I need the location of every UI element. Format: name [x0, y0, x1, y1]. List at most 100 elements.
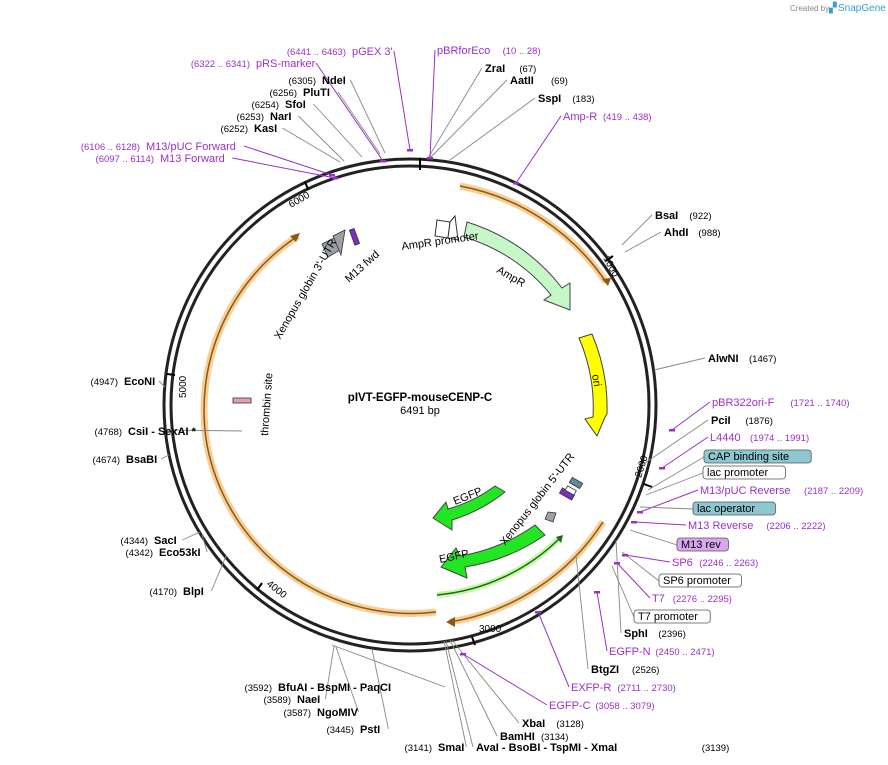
orf-arrowhead	[556, 535, 563, 543]
primer-site-mark	[460, 653, 466, 656]
primer-label: pBRforEco	[437, 45, 490, 57]
primer-label: EGFP-C	[549, 700, 591, 712]
enzyme-position: (6252)	[221, 124, 248, 135]
enzyme-label: Eco53kI	[159, 547, 201, 559]
enzyme-position: (3592)	[245, 683, 272, 694]
leader-lines	[158, 49, 711, 748]
primer-site-mark	[427, 157, 433, 160]
enzyme-position: (1876)	[745, 416, 772, 427]
tick-mark	[605, 255, 614, 262]
feature-label-ampr: AmpR	[495, 264, 528, 290]
tick-mark	[256, 582, 263, 591]
plasmid-name: pIVT-EGFP-mouseCENP-C	[348, 392, 492, 404]
enzyme-position: (6256)	[270, 88, 297, 99]
feature-box-label: SP6 promoter	[663, 575, 731, 587]
leader-line	[449, 97, 536, 161]
enzyme-label: BfuAI - BspMI - PaqCI	[278, 682, 391, 694]
primer-site-mark	[407, 149, 413, 152]
feature-egfp-2	[440, 524, 546, 579]
enzyme-label: AhdI	[664, 227, 688, 239]
primer-label: M13/pUC Forward	[146, 141, 236, 153]
primer-site-mark	[622, 554, 628, 557]
feature-label-ori: ori	[589, 373, 603, 387]
leader-line	[371, 648, 389, 730]
orf-arrowhead	[290, 233, 300, 242]
primer-label: Amp-R	[563, 111, 597, 123]
primer-position: (1721 .. 1740)	[790, 398, 849, 409]
leader-line	[337, 91, 381, 155]
tick-mark	[643, 483, 653, 488]
enzyme-position: (4342)	[126, 548, 153, 559]
enzyme-position: (67)	[519, 64, 536, 75]
primer-position: (2276 .. 2295)	[673, 594, 732, 605]
enzyme-position: (1467)	[749, 354, 776, 365]
leader-line	[313, 103, 363, 158]
feature-box	[702, 465, 786, 480]
tick-mark	[166, 373, 176, 376]
primer-label: M13 Reverse	[688, 520, 753, 532]
leader-line	[611, 565, 635, 618]
leader-line	[629, 529, 678, 546]
leader-line	[210, 555, 227, 592]
leader-line	[615, 539, 622, 634]
orf-arc	[200, 233, 437, 617]
enzyme-label: AatII	[510, 75, 534, 87]
primer-position: (1974 .. 1991)	[750, 433, 809, 444]
leader-line	[429, 79, 508, 159]
enzyme-position: (3141)	[405, 743, 432, 754]
enzyme-position: (3139)	[702, 743, 729, 754]
leader-line	[575, 554, 589, 670]
enzyme-label: AlwNI	[708, 353, 739, 365]
enzyme-label: BsaBI	[126, 454, 157, 466]
enzyme-label: SacI	[154, 535, 177, 547]
primer-label: T7	[652, 593, 665, 605]
feature-label-globin-3utr: Xenopus globin 3'-UTR	[272, 237, 339, 341]
leader-line	[645, 472, 704, 496]
feature-egfp-1	[432, 485, 506, 531]
tick-label-3000: 3000	[479, 624, 502, 635]
enzyme-label: BlpI	[183, 586, 204, 598]
enzyme-label: XbaI	[522, 718, 545, 730]
leader-line	[624, 231, 662, 253]
feature-box	[703, 449, 812, 464]
leader-line	[641, 419, 709, 466]
enzyme-label: NgoMIV	[317, 707, 359, 719]
enzyme-label: ZraI	[485, 63, 505, 75]
leader-line	[427, 67, 483, 159]
primer-position: (6097 .. 6114)	[96, 154, 154, 165]
primer-position: (3058 .. 3079)	[595, 701, 654, 712]
primer-site-mark	[669, 429, 675, 432]
feature-ori	[578, 333, 608, 438]
tick-mark	[304, 181, 309, 190]
leader-line	[639, 506, 694, 510]
enzyme-label: AvaI - BsoBI - TspMI - XmaI	[476, 742, 617, 754]
primer-position: (6322 .. 6341)	[191, 59, 250, 70]
feature-box-label: CAP binding site	[708, 451, 789, 463]
orf-arc-line	[436, 537, 561, 596]
leader-line	[243, 145, 333, 176]
enzyme-position: (4768)	[95, 427, 122, 438]
globin-3utr-arrowhead	[332, 229, 346, 257]
enzyme-label: NdeI	[322, 75, 346, 87]
feature-box	[692, 501, 776, 516]
primer-position: (2187 .. 2209)	[804, 486, 863, 497]
leader-line	[449, 639, 498, 737]
leader-line	[633, 521, 687, 526]
enzyme-position: (183)	[572, 94, 594, 105]
leader-line	[201, 534, 208, 553]
enzyme-position: (988)	[698, 228, 720, 239]
enzyme-label: SfoI	[285, 99, 306, 111]
enzyme-position: (3134)	[541, 732, 568, 743]
feature-globin-5utr	[568, 476, 584, 490]
enzyme-position: (4674)	[93, 455, 120, 466]
enzyme-position: (922)	[689, 211, 711, 222]
primer-label: M13/pUC Reverse	[700, 485, 790, 497]
leader-line	[443, 640, 467, 748]
leader-line	[324, 645, 335, 700]
leader-line	[158, 380, 166, 388]
leader-line	[616, 562, 651, 599]
enzyme-label: EcoNI	[124, 376, 155, 388]
enzyme-position: (2526)	[632, 665, 659, 676]
